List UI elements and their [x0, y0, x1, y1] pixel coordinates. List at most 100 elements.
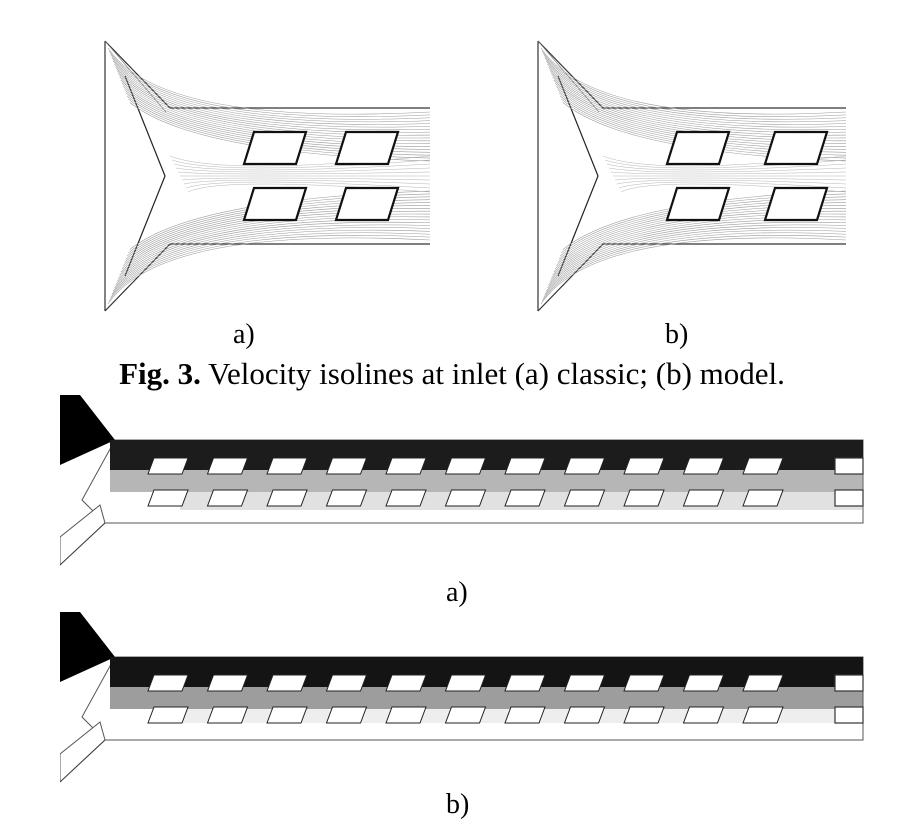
- obstacle: [147, 457, 189, 475]
- channel-geometry: [60, 395, 864, 566]
- isoline: [548, 67, 847, 131]
- fig3-label-b: b): [665, 319, 689, 350]
- obstacle: [325, 457, 368, 475]
- obstacle: [206, 489, 249, 507]
- inlet-arm-upper: [60, 395, 115, 465]
- obstacle: [242, 130, 308, 166]
- obstacle: [682, 674, 725, 692]
- obstacle: [742, 706, 784, 724]
- obstacle: [682, 457, 725, 475]
- isoline: [107, 237, 431, 305]
- fig3-caption: Fig. 3. Velocity isolines at inlet (a) c…: [0, 357, 904, 391]
- channel-wall: [104, 40, 430, 109]
- isoline: [112, 227, 431, 292]
- obstacle: [325, 706, 368, 724]
- obstacle: [623, 706, 665, 724]
- isoline: [181, 177, 431, 181]
- isoline: [540, 237, 847, 305]
- obstacle: [147, 674, 189, 692]
- isoline: [115, 67, 431, 131]
- isoline: [115, 221, 431, 285]
- obstacle: [334, 130, 400, 166]
- isoline: [109, 235, 431, 301]
- isoline: [618, 181, 847, 189]
- obstacle: [266, 706, 308, 724]
- inlet-arm-lower: [60, 721, 106, 783]
- isoline: [608, 167, 847, 173]
- velocity-band: [110, 687, 863, 709]
- obstacle: [504, 457, 546, 475]
- obstacle: [206, 457, 249, 475]
- obstacle: [147, 706, 189, 724]
- obstacle: [763, 186, 829, 222]
- isoline: [111, 229, 431, 295]
- obstacle: [147, 489, 189, 507]
- velocity-field-panel-b: [60, 612, 864, 783]
- caption-text: Velocity isolines at inlet (a) classic; …: [200, 356, 785, 391]
- obstacle: [563, 706, 606, 724]
- isolines-panel-b: [537, 40, 847, 312]
- isoline: [616, 179, 847, 185]
- isoline-group: [537, 40, 847, 312]
- isoline: [110, 54, 431, 120]
- isoline-group: [104, 40, 431, 312]
- isoline: [544, 57, 847, 123]
- isoline: [114, 63, 431, 128]
- obstacle: [325, 489, 368, 507]
- fig3-label-a: a): [233, 319, 255, 350]
- obstacle: [563, 674, 606, 692]
- outlet-slot: [834, 489, 864, 507]
- obstacle: [444, 489, 487, 507]
- isoline: [110, 232, 431, 298]
- isoline: [111, 57, 431, 123]
- isoline: [183, 179, 431, 185]
- obstacle: [742, 489, 784, 507]
- velocity-field-panel-a: [60, 395, 864, 566]
- obstacle: [504, 489, 546, 507]
- obstacle: [385, 489, 427, 507]
- isoline: [543, 232, 847, 298]
- obstacle: [385, 706, 427, 724]
- obstacle: [444, 706, 487, 724]
- isoline: [549, 70, 847, 133]
- obstacle: [266, 674, 308, 692]
- outlet-slot: [834, 706, 864, 724]
- obstacle: [325, 674, 368, 692]
- y-junction: [557, 75, 599, 277]
- obstacle: [665, 130, 731, 166]
- isoline: [185, 181, 431, 189]
- isoline: [177, 171, 431, 175]
- inlet-arm-upper: [60, 612, 115, 682]
- isoline: [548, 221, 847, 285]
- obstacle: [385, 457, 427, 475]
- isolines-panel-a: [104, 40, 431, 312]
- isoline: [542, 51, 847, 117]
- obstacle: [504, 706, 546, 724]
- obstacle: [763, 130, 829, 166]
- isoline: [109, 51, 431, 117]
- obstacle: [266, 457, 308, 475]
- obstacle: [266, 489, 308, 507]
- channel-geometry: [60, 612, 864, 783]
- isoline: [540, 47, 847, 115]
- isoline: [547, 63, 847, 128]
- channel-wall: [537, 40, 846, 109]
- fig4-label-b: b): [446, 789, 470, 820]
- obstacle: [563, 489, 606, 507]
- obstacle: [623, 674, 665, 692]
- isoline: [118, 73, 431, 136]
- channel-wall: [104, 243, 430, 312]
- obstacle: [623, 457, 665, 475]
- obstacle: [682, 489, 725, 507]
- inlet-arm-lower: [60, 504, 106, 566]
- velocity-band: [110, 470, 863, 492]
- isoline: [114, 224, 431, 289]
- channel-wall: [537, 243, 846, 312]
- isoline: [547, 224, 847, 289]
- obstacle: [563, 457, 606, 475]
- isoline: [543, 54, 847, 120]
- isoline: [545, 227, 847, 292]
- outlet-slot: [834, 457, 864, 475]
- obstacle: [504, 674, 546, 692]
- isoline: [107, 47, 431, 115]
